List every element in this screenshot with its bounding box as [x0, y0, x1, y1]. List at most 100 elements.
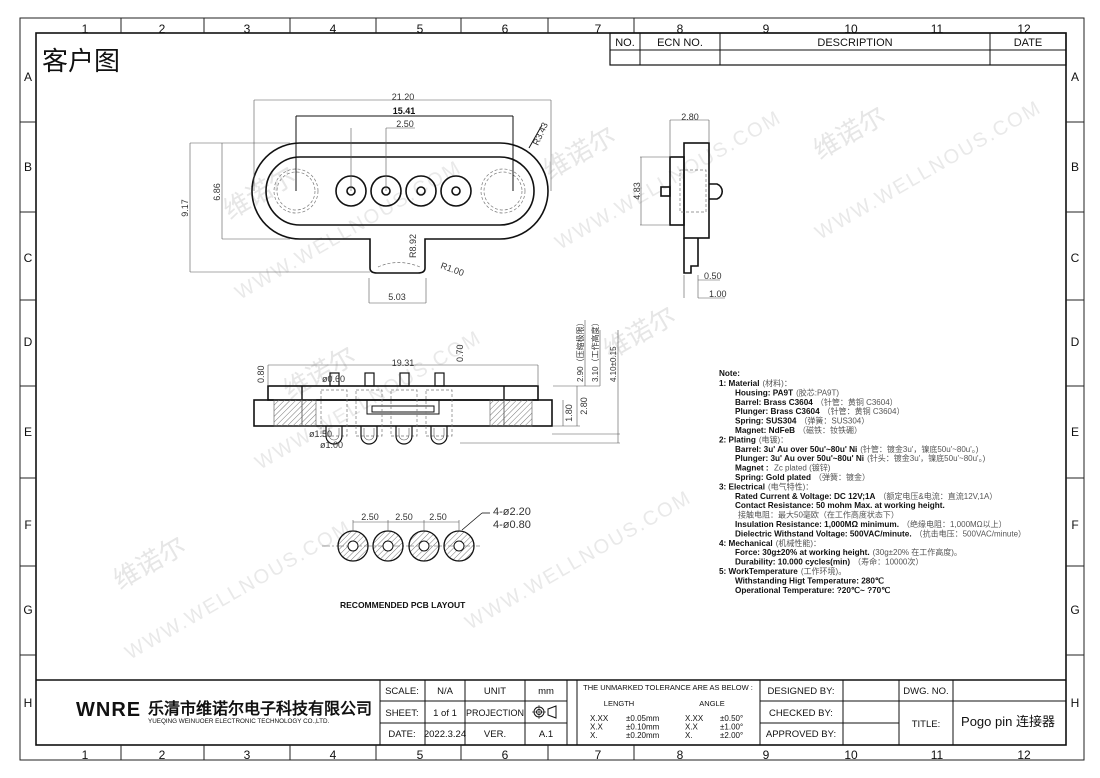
dim-overall-length: 21.20	[392, 92, 415, 102]
note-text: Magnet: NdFeB	[735, 426, 795, 435]
drawing-title: Pogo pin 连接器	[961, 714, 1055, 729]
pin-plunger	[325, 426, 343, 445]
tolerance-cell: ±1.00°	[720, 723, 743, 732]
grid-column-label: 11	[931, 22, 944, 36]
dim-0-80: 0.80	[256, 365, 266, 383]
note-text: Plunger: 3u' Au over 50u'~80u' Ni	[735, 454, 864, 463]
note-text: Dielectric Withstand Voltage: 500VAC/min…	[735, 529, 912, 538]
note-text-cn: （弹簧：镀金）	[814, 472, 870, 482]
note-text: 1: Material	[719, 379, 760, 388]
note-text: Durability: 10.000 cycles(min)	[735, 558, 850, 567]
note-line: 4: Mechanical(机械性能)：	[719, 538, 821, 548]
pin-tip	[329, 372, 340, 387]
note-text: Spring: Gold plated	[735, 473, 811, 482]
note-text-cn: 接触电阻：最大50毫欧（在工作高度状态下）	[738, 510, 899, 520]
note-text-cn: (工作环境)。	[801, 566, 846, 576]
company-name-en: YUEQING WEINUOER ELECTRONIC TECHNOLOGY C…	[148, 718, 329, 725]
pcb-layout: 2.50 2.50 2.50 4-ø2.20 4-ø0.80 RECOMMEND…	[322, 506, 531, 610]
note-text-cn: (针管：镀金3u'，镍底50u'~80u'。)	[860, 444, 979, 454]
tolerance-title: THE UNMARKED TOLERANCE ARE AS BELOW :	[583, 683, 753, 692]
dim-side-height: 4.83	[632, 182, 642, 200]
note-text: 4: Mechanical	[719, 539, 773, 548]
grid-column-label: 9	[763, 22, 770, 36]
note-text-cn: （弹簧：SUS304）	[799, 416, 869, 426]
tolerance-cell: ±0.20mm	[626, 731, 660, 740]
length-label: LENGTH	[604, 699, 634, 708]
note-text: Contact Resistance: 50 mohm Max. at work…	[735, 501, 945, 510]
note-text-cn: （抗击电压：500VAC/minute）	[915, 528, 1026, 538]
scale-value: N/A	[437, 686, 454, 697]
grid-column-label: 7	[595, 748, 602, 762]
watermark-en: WWW.WELLNOUS.COM	[552, 107, 786, 255]
note-text-cn: （针管：黄铜 C3604）	[816, 397, 898, 407]
dim-front-length: 19.31	[392, 358, 415, 368]
note-line: Insulation Resistance: 1,000MΩ minimum.（…	[735, 519, 1007, 529]
outer-frame	[19, 17, 1085, 761]
note-text-cn: （寿命：10000次）	[853, 557, 923, 567]
unit-label: UNIT	[484, 686, 506, 697]
note-line: Contact Resistance: 50 mohm Max. at work…	[735, 501, 945, 510]
note-text-cn: (机械性能)：	[776, 538, 821, 548]
dim-step-0-50: 0.50	[704, 271, 722, 281]
note-text-cn: (电气特性)：	[768, 481, 813, 491]
pcb-layout-label: RECOMMENDED PCB LAYOUT	[340, 600, 466, 610]
company-logo: WNRE 乐清市维诺尔电子科技有限公司 YUEQING WEINUOER ELE…	[76, 699, 372, 725]
tolerance-table: THE UNMARKED TOLERANCE ARE AS BELOW : LE…	[583, 683, 753, 740]
grid-column-label: 10	[844, 22, 858, 36]
inner-frame	[35, 32, 1067, 746]
grid-row-label: G	[23, 603, 32, 617]
note-text-cn: （磁铁：钕铁硼）	[798, 425, 862, 435]
grid-row-label: F	[24, 518, 31, 532]
tolerance-cell: X.	[590, 731, 598, 740]
grid-row-label: B	[24, 160, 32, 174]
grid-column-label: 10	[844, 748, 858, 762]
pcb-pitch-1: 2.50	[361, 512, 379, 522]
tolerance-cell: ±2.00°	[720, 731, 743, 740]
dim-side-width: 2.80	[681, 112, 699, 122]
note-text-cn: Zc plated (镀锌)	[774, 463, 831, 473]
grid-row-label: A	[1071, 70, 1079, 84]
watermark-cn: 维诺尔	[278, 340, 361, 405]
grid-column-label: 8	[677, 22, 684, 36]
note-line: Barrel: Brass C3604（针管：黄铜 C3604）	[735, 397, 898, 407]
grid-row-label: E	[1071, 425, 1079, 439]
angle-label: ANGLE	[699, 699, 724, 708]
note-text: Barrel: Brass C3604	[735, 398, 813, 407]
sheet-value: 1 of 1	[433, 708, 457, 719]
pin-tip	[434, 372, 445, 387]
pcb-hole	[418, 540, 430, 552]
note-line: Barrel: 3u' Au over 50u'~80u' Ni(针管：镀金3u…	[735, 444, 979, 454]
projection-label: PROJECTION	[466, 708, 524, 718]
tolerance-cell: X.X	[590, 723, 604, 732]
title-label: TITLE:	[912, 719, 941, 730]
tolerance-cell: X.XX	[590, 714, 609, 723]
note-text: 2: Plating	[719, 435, 756, 444]
grid-column-label: 6	[502, 748, 509, 762]
note-line: Magnet: NdFeB（磁铁：钕铁硼）	[735, 425, 862, 435]
rev-header-ecn: ECN NO.	[657, 37, 703, 49]
third-angle-projection-icon	[532, 705, 557, 719]
note-text: Plunger: Brass C3604	[735, 407, 820, 416]
pin-plunger	[430, 426, 448, 445]
note-line: 5: WorkTemperature(工作环境)。	[719, 566, 846, 576]
dim-2-80: 2.80	[579, 397, 589, 415]
dim-overall-height: 9.17	[180, 199, 190, 217]
note-line: Plunger: 3u' Au over 50u'~80u' Ni(针头：镀金3…	[735, 453, 986, 463]
grid-column-label: 8	[677, 748, 684, 762]
version-label: VER.	[484, 729, 506, 740]
watermark-cn: 维诺尔	[108, 530, 191, 595]
pcb-pitch-3: 2.50	[429, 512, 447, 522]
note-text: Housing: PA9T	[735, 388, 793, 397]
grid-column-label: 6	[502, 22, 509, 36]
dim-radius-8-92: R8.92	[408, 234, 418, 258]
dim-pin-dia-0-60: ø0.60	[322, 374, 345, 384]
grid-column-label: 1	[82, 748, 89, 762]
note-text-cn: （针管：黄铜 C3604）	[823, 406, 905, 416]
pin-plunger	[360, 426, 378, 445]
pin-tip	[364, 372, 375, 387]
version-value: A.1	[539, 729, 553, 740]
notes-block: Note: 1: Material(材料)：Housing: PA9T(胶芯:P…	[719, 369, 1026, 595]
grid-column-label: 12	[1017, 748, 1031, 762]
